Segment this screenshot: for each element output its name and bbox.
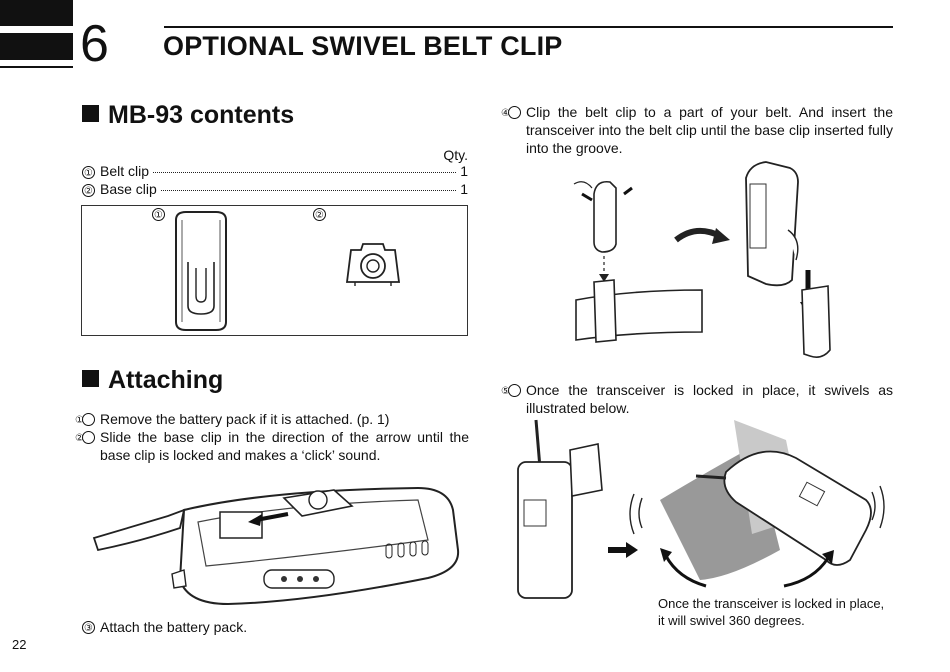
- swivel-caption-line-1: Once the transceiver is locked in place,: [658, 596, 885, 611]
- step-text: Clip the belt clip to a part of your bel…: [526, 104, 893, 156]
- figure-label-base-clip: ②: [313, 208, 326, 221]
- attaching-step-3: ③ Attach the battery pack.: [82, 618, 469, 636]
- chapter-number: 6: [80, 15, 109, 73]
- attaching-heading-text: Attaching: [108, 366, 224, 394]
- figure-label-belt-clip: ①: [152, 208, 165, 221]
- step-marker: ②: [75, 431, 95, 444]
- step-4: ④ Clip the belt clip to a part of your be…: [501, 103, 893, 157]
- step-marker: ①: [75, 413, 95, 426]
- swivel-caption-line-2: it will swivel 360 degrees.: [658, 613, 805, 628]
- step-text: Slide the base clip in the direction of …: [100, 429, 469, 463]
- step-marker: ④: [501, 106, 521, 119]
- contents-item: ① Belt clip 1: [82, 163, 468, 179]
- dot-leader: [160, 190, 457, 191]
- chapter-tab-bar-middle: [0, 33, 73, 60]
- step-text: Attach the battery pack.: [100, 619, 248, 635]
- step-text: Remove the battery pack if it is attache…: [100, 411, 390, 427]
- chapter-title: OPTIONAL SWIVEL BELT CLIP: [163, 31, 563, 61]
- item-qty: 1: [460, 163, 468, 179]
- item-marker: ②: [82, 184, 95, 197]
- page-number: 22: [12, 637, 27, 652]
- section-square-icon: [82, 370, 99, 387]
- attaching-step-1: ① Remove the battery pack if it is attach…: [75, 410, 469, 428]
- contents-heading: MB-93 contents: [82, 101, 294, 130]
- item-marker: ①: [82, 166, 95, 179]
- swivel-illustration: [517, 419, 885, 599]
- dot-leader: [153, 172, 457, 173]
- attaching-step-2: ② Slide the base clip in the direction of…: [75, 428, 469, 464]
- step-5: ⑤ Once the transceiver is locked in place…: [501, 381, 893, 417]
- chapter-tab-bar-bottom: [0, 66, 73, 68]
- attaching-heading: Attaching: [82, 366, 223, 395]
- step-marker: ⑤: [501, 384, 521, 397]
- step-marker: ③: [82, 621, 95, 634]
- radio-base-clip-illustration: [92, 486, 460, 606]
- step-text: Once the transceiver is locked in place,…: [526, 382, 893, 416]
- base-clip-illustration: [345, 243, 401, 286]
- contents-heading-text: MB-93 contents: [108, 101, 295, 129]
- belt-clip-illustration: [175, 211, 227, 331]
- contents-figure-box: [81, 205, 468, 336]
- header-rule: [164, 26, 893, 28]
- item-name: Belt clip: [100, 163, 150, 179]
- item-qty: 1: [460, 181, 468, 197]
- qty-label: Qty.: [443, 147, 468, 163]
- belt-attach-illustration: [573, 161, 831, 358]
- contents-item: ② Base clip 1: [82, 181, 468, 197]
- section-square-icon: [82, 105, 99, 122]
- item-name: Base clip: [100, 181, 157, 197]
- chapter-tab-bar-top: [0, 0, 73, 26]
